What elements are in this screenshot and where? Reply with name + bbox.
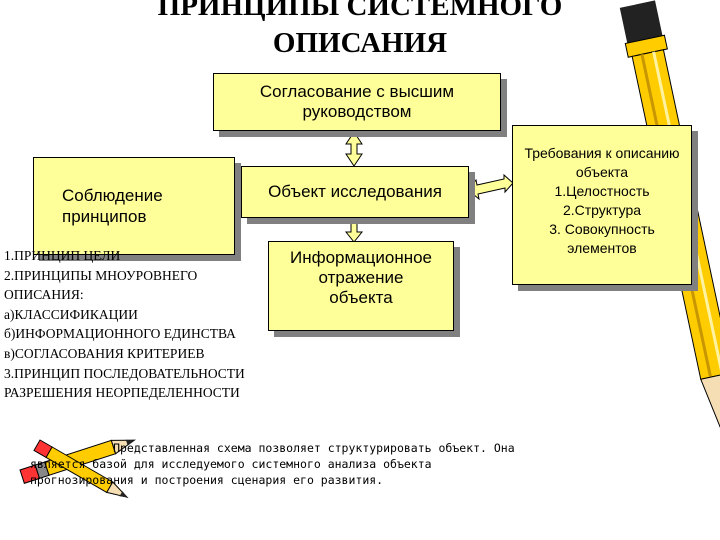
box-information-reflection-label: Информационное отражение объекта [289,248,433,307]
summary-note-line: является базой для исследуемого системно… [30,457,432,471]
arrow-object-to-info [344,217,364,243]
box-principles-compliance: Соблюдение принципов [33,157,235,255]
box-description-requirements: Требования к описанию объекта 1.Целостно… [512,125,692,285]
summary-note: Представленная схема позволяет структури… [30,440,590,488]
pencil-icon [33,439,129,499]
list-item: 1.ПРИНЦИП ЦЕЛИ [4,248,121,263]
box-management-agreement-label: Согласование с высшим руководством [259,82,455,121]
summary-note-line: Представленная схема позволяет структури… [30,441,515,455]
arrow-top-to-object [345,131,363,167]
arrow-object-to-right [467,173,514,201]
list-item: а)КЛАССИФИКАЦИИ [4,306,138,322]
list-item: РАЗРЕШЕНИЯ НЕОРПЕДЕЛЕННОСТИ [4,385,240,401]
principles-list: 1.ПРИНЦИП ЦЕЛИ 2.ПРИНЦИПЫ МНОУРОВНЕГО ОП… [4,246,245,403]
list-item: в)СОГЛАСОВАНИЯ КРИТЕРИЕВ [4,345,205,361]
box-management-agreement: Согласование с высшим руководством [213,73,501,131]
summary-note-line: прогнозирования и построения сценария ег… [30,473,384,487]
list-item: б)ИНФОРМАЦИОННОГО ЕДИНСТВА [4,326,236,342]
list-item: 2.ПРИНЦИПЫ МНОУРОВНЕГО [4,267,198,283]
box-information-reflection: Информационное отражение объекта [268,241,454,331]
box-description-requirements-label: Требования к описанию объекта 1.Целостно… [524,145,680,256]
list-item: ОПИСАНИЯ: [4,287,84,303]
list-item: 3.ПРИНЦИП ПОСЛЕДОВАТЕЛЬНОСТИ [4,365,245,381]
box-principles-compliance-label: Соблюдение принципов [62,186,163,226]
page-title: ПРИНЦИПЫ СИСТЕМНОГО ОПИСАНИЯ [157,0,563,59]
box-research-object: Объект исследования [241,166,469,218]
box-research-object-label: Объект исследования [268,182,442,201]
